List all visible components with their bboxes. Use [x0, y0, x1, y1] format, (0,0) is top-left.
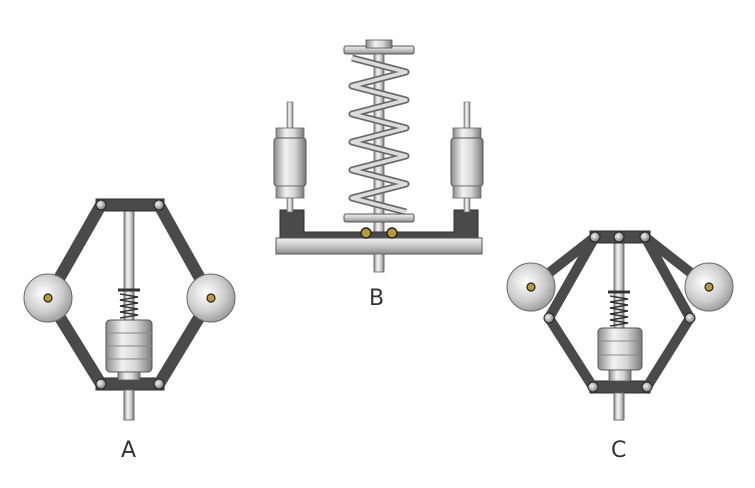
- pivot-icon: [95, 199, 107, 211]
- pivot-icon: [684, 312, 696, 324]
- bearing-icon: [386, 227, 398, 239]
- pivot-icon: [589, 231, 601, 243]
- pivot-icon: [153, 199, 165, 211]
- pivot-icon: [639, 231, 651, 243]
- pivot-icon: [641, 381, 653, 393]
- bottom-bar-c: [589, 380, 651, 394]
- pivot-icon: [587, 381, 599, 393]
- flyweight-right-b: [450, 101, 484, 213]
- shaft-end-c: [613, 392, 625, 421]
- shaft-end-b: [373, 253, 385, 273]
- spring-plate-b: [343, 213, 415, 223]
- governor-c: [506, 230, 734, 421]
- spring-icon: [348, 54, 410, 216]
- governor-a: [23, 198, 236, 421]
- flyweight-left-b: [273, 101, 307, 213]
- pivot-icon: [613, 231, 625, 243]
- label-a: A: [121, 438, 137, 463]
- top-cap-b: [365, 39, 393, 49]
- ball-hub-icon: [704, 282, 714, 292]
- governor-b: [273, 39, 484, 273]
- ball-hub-icon: [206, 293, 216, 303]
- arm-c-upper-right: [640, 232, 695, 323]
- arm-c-lower-left: [544, 313, 598, 392]
- bearing-icon: [360, 227, 372, 239]
- pivot-icon: [95, 378, 107, 390]
- ball-hub-icon: [526, 282, 536, 292]
- base-plate-b: [275, 237, 483, 255]
- arm-c-lower-right: [642, 313, 695, 392]
- label-b: B: [369, 286, 385, 311]
- shaft-end-a: [123, 389, 135, 421]
- spring-icon: [118, 288, 140, 319]
- pivot-icon: [543, 312, 555, 324]
- arm-c-upper-left: [544, 232, 600, 323]
- label-c: C: [611, 438, 627, 463]
- sleeve-weight-a: [105, 319, 153, 381]
- sleeve-weight-c: [597, 327, 643, 382]
- spring-icon: [608, 290, 630, 327]
- pivot-icon: [153, 378, 165, 390]
- ball-hub-icon: [43, 293, 53, 303]
